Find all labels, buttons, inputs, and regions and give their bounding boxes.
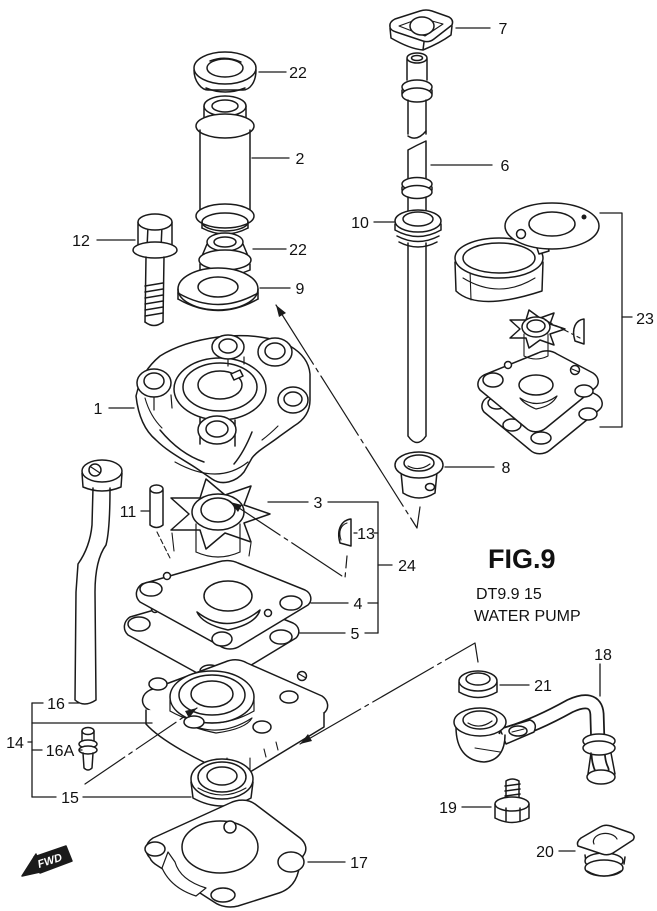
- part-19-bolt: [494, 778, 530, 824]
- part-13-key: [338, 518, 352, 547]
- fwd-arrow: FWD: [21, 845, 73, 877]
- assembly-pointer-lines: [84, 304, 479, 785]
- part-9-seal-ring: [177, 267, 259, 312]
- callout-8: 8: [502, 460, 511, 477]
- callout-18: 18: [594, 647, 612, 664]
- callout-21: 21: [534, 678, 552, 695]
- part-14-pump-base: [141, 659, 329, 776]
- callout-20: 20: [536, 844, 554, 861]
- callout-5: 5: [351, 626, 360, 643]
- callout-13: 13: [357, 526, 375, 543]
- part-18-water-tube: [453, 694, 616, 785]
- figure-model: DT9.9 15: [476, 586, 542, 603]
- callout-17: 17: [350, 855, 368, 872]
- callout-22-upper: 22: [289, 65, 307, 82]
- part-8-bushing: [394, 451, 444, 499]
- callout-24: 24: [398, 558, 416, 575]
- callout-2: 2: [296, 151, 305, 168]
- callout-16: 16: [47, 696, 65, 713]
- callout-11: 11: [120, 504, 137, 521]
- callout-12: 12: [72, 233, 90, 250]
- callout-15: 15: [61, 790, 79, 807]
- callout-7: 7: [499, 21, 508, 38]
- callout-16a: 16A: [46, 743, 75, 760]
- callout-1: 1: [94, 401, 103, 418]
- part-23-repair-kit: [454, 202, 603, 455]
- part-16-water-hose: [74, 459, 123, 705]
- callout-6: 6: [501, 158, 510, 175]
- callout-4: 4: [354, 596, 363, 613]
- part-4-plate: [135, 559, 312, 650]
- part-6-water-pipe: [401, 52, 433, 444]
- part-20-plug: [576, 824, 635, 877]
- part-7-grommet: [389, 9, 454, 51]
- part-21-seal-washer: [458, 670, 498, 699]
- callout-3: 3: [314, 495, 323, 512]
- figure-title-block: FIG.9 DT9.9 15 WATER PUMP: [474, 544, 581, 625]
- leader-lines: [27, 27, 633, 863]
- part-22-seal-lower: [198, 232, 252, 277]
- bracket-23: [599, 212, 623, 428]
- part-11-pin: [149, 484, 171, 559]
- part-10-seal-ring-pipe: [394, 209, 442, 248]
- callout-10: 10: [351, 215, 369, 232]
- callout-9: 9: [296, 281, 305, 298]
- figure-title: WATER PUMP: [474, 608, 581, 625]
- figure-number: FIG.9: [488, 544, 556, 574]
- part-2-bushing-sleeve: [195, 95, 255, 235]
- part-1-pump-case: [135, 334, 311, 484]
- callout-19: 19: [439, 800, 457, 817]
- part-17-gasket-lower: [144, 799, 307, 908]
- callout-22-lower: 22: [289, 242, 307, 259]
- part-16a-fitting: [78, 726, 98, 771]
- callout-23: 23: [636, 311, 654, 328]
- part-12-bolt: [132, 213, 178, 327]
- callout-14: 14: [6, 735, 24, 752]
- part-22-seal-upper: [193, 51, 257, 93]
- part-15-oil-seal: [190, 758, 254, 807]
